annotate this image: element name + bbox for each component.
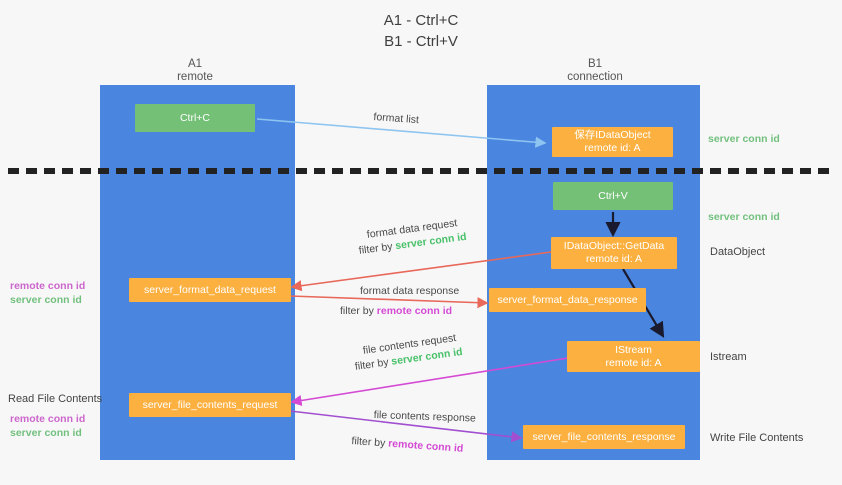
node-idataobject-getdata-line1: IDataObject::GetData [563, 240, 665, 252]
node-server-format-data-response-line1: server_format_data_response [497, 293, 638, 306]
node-server-format-data-request-line1: server_format_data_request [144, 283, 276, 296]
node-save-idataobject-line1: 保存IDataObject [574, 129, 651, 141]
filter-prefix: filter by [354, 355, 393, 373]
node-save-idataobject[interactable]: 保存IDataObject remote id: A [552, 127, 673, 157]
label-server-conn-id-mid: server conn id [708, 211, 780, 223]
node-server-file-contents-request-line1: server_file_contents_request [142, 398, 278, 411]
node-istream[interactable]: IStream remote id: A [567, 341, 700, 372]
label-remote-conn-id-bottom: remote conn id [10, 413, 86, 425]
edge-label-format-data-response: format data response [360, 285, 460, 297]
label-read-file-contents: Read File Contents [8, 393, 103, 405]
filter-prefix: filter by [351, 434, 389, 450]
filter-prefix: filter by [358, 240, 397, 257]
node-ctrl-v[interactable]: Ctrl+V [553, 182, 673, 210]
node-save-idataobject-line2: remote id: A [584, 142, 641, 154]
label-write-file-contents: Write File Contents [710, 432, 804, 444]
label-server-conn-id-top: server conn id [708, 133, 780, 145]
page-title: A1 - Ctrl+C B1 - Ctrl+V [383, 12, 459, 50]
edge-label-format-data-response-filter: filter by remote conn id [340, 304, 452, 319]
edge-label-file-contents-response: file contents response [373, 408, 477, 425]
node-server-file-contents-response-line1: server_file_contents_response [532, 430, 676, 443]
node-server-format-data-request[interactable]: server_format_data_request [129, 278, 291, 302]
node-ctrl-c[interactable]: Ctrl+C [135, 104, 255, 132]
filter-prefix: filter by [340, 305, 377, 317]
node-idataobject-getdata[interactable]: IDataObject::GetData remote id: A [551, 237, 677, 269]
node-ctrl-c-line1: Ctrl+C [179, 111, 211, 124]
lane-title-b1: B1 connection [567, 58, 623, 83]
label-remote-conn-id-top: remote conn id [10, 280, 86, 292]
node-server-format-data-response[interactable]: server_format_data_response [489, 288, 646, 312]
label-server-conn-id-left-top: server conn id [10, 294, 82, 306]
node-idataobject-getdata-line2: remote id: A [585, 253, 643, 265]
label-conn-ids-top: remote conn id server conn id [10, 279, 85, 307]
lane-title-a1: A1 remote [177, 58, 213, 83]
remote-conn-id-key: remote conn id [376, 305, 453, 317]
edge-label-format-list: format list [373, 110, 420, 127]
label-dataobject: DataObject [710, 246, 766, 258]
edge-label-file-contents-response-filter: filter by remote conn id [351, 434, 464, 457]
node-server-file-contents-response[interactable]: server_file_contents_response [523, 425, 685, 449]
label-istream: Istream [710, 351, 747, 363]
label-server-conn-id-left-bottom: server conn id [10, 427, 82, 439]
label-conn-ids-bottom: remote conn id server conn id [10, 412, 85, 440]
node-server-file-contents-request[interactable]: server_file_contents_request [129, 393, 291, 417]
node-istream-line1: IStream [615, 343, 652, 356]
node-istream-line2: remote id: A [605, 356, 662, 369]
remote-conn-id-key: remote conn id [387, 437, 464, 455]
node-ctrl-v-line1: Ctrl+V [598, 189, 628, 202]
